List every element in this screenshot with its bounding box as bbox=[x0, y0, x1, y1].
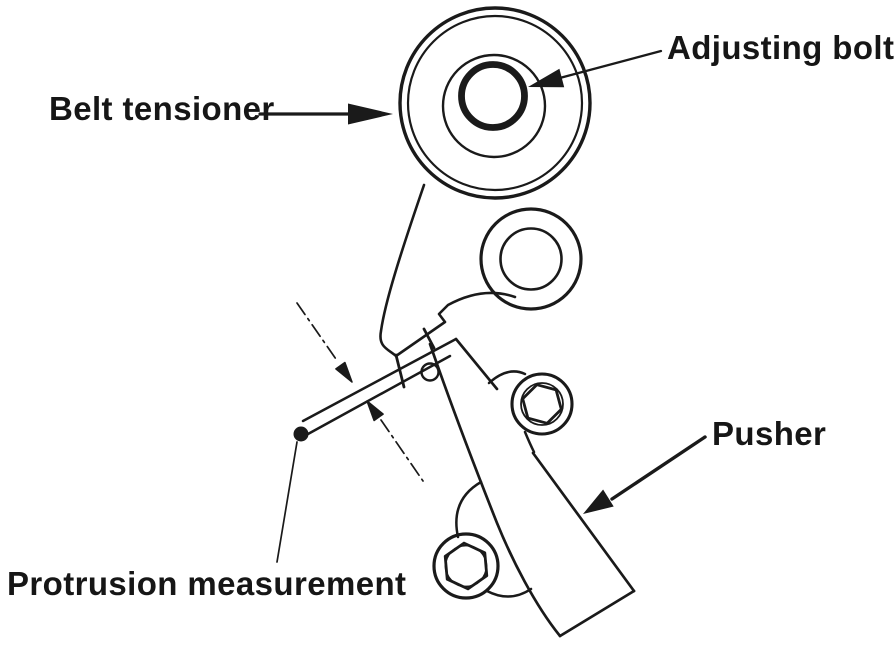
pusher-rod bbox=[293, 327, 458, 442]
pusher-face-tick bbox=[422, 327, 436, 350]
pivot-ring bbox=[479, 207, 583, 311]
lower-hex-nut bbox=[443, 541, 489, 591]
protrusion-dimension bbox=[296, 302, 424, 482]
upper-hex-nut bbox=[521, 383, 563, 425]
pusher-arrow-icon bbox=[583, 435, 707, 514]
pusher-body bbox=[420, 337, 636, 638]
protrusion-measurement-label: Protrusion measurement bbox=[7, 565, 407, 602]
dimension-arrow-lower-icon bbox=[366, 400, 384, 422]
rod-tip bbox=[293, 426, 309, 442]
adjusting-bolt-label: Adjusting bolt bbox=[667, 29, 895, 66]
protrusion-leader-line bbox=[276, 441, 298, 563]
tensioner-arm bbox=[379, 183, 517, 358]
belt-tensioner-arrow-icon bbox=[258, 103, 393, 125]
dimension-centerline-lower bbox=[380, 419, 424, 482]
dimension-arrow-upper-icon bbox=[335, 361, 353, 383]
dimension-centerline-upper bbox=[296, 302, 339, 363]
callout-arrows bbox=[258, 49, 707, 514]
adjusting-bolt-arrow-icon bbox=[528, 49, 663, 88]
upper-mount-bolt bbox=[487, 370, 574, 454]
pusher-hole bbox=[420, 362, 440, 382]
adjusting-bolt-circle bbox=[458, 61, 528, 131]
pusher-label: Pusher bbox=[712, 415, 827, 452]
belt-tensioner-label: Belt tensioner bbox=[49, 90, 275, 127]
rod-contact-tick bbox=[394, 353, 406, 389]
lower-mount-bolt bbox=[432, 480, 533, 600]
belt-tensioner-pulley bbox=[398, 6, 592, 200]
